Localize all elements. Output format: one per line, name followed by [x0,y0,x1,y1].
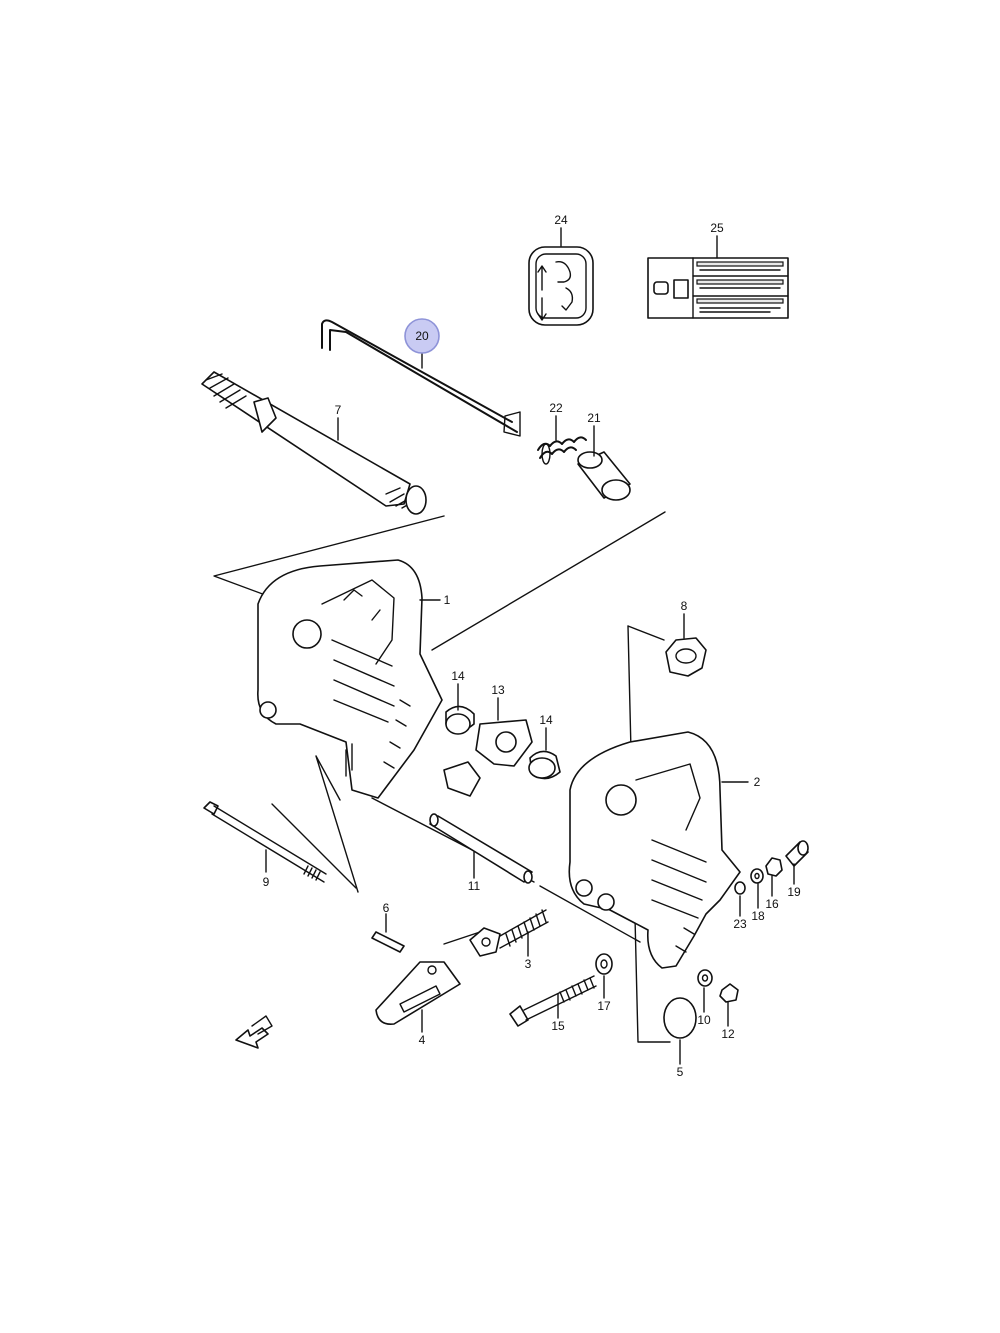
callout-4: 4 [419,1033,426,1047]
callout-18: 18 [751,909,765,923]
callout-23: 23 [733,917,747,931]
part-8-nut [665,637,707,677]
part-2-clamp-bracket-right [568,731,741,969]
callout-5: 5 [677,1065,684,1079]
callout-13: 13 [491,683,505,697]
part-13-lock-plate [443,719,533,797]
callout-12: 12 [721,1027,735,1041]
part-21-bushing [577,451,631,501]
callout-7: 7 [335,403,342,417]
callout-9: 9 [263,875,270,889]
callout-3: 3 [525,957,532,971]
callout-14a: 14 [451,669,465,683]
part-11-sleeve [429,813,533,884]
callout-25: 25 [710,221,724,235]
callout-14b: 14 [539,713,553,727]
part-3-thrust-screw [469,909,549,957]
callout-19: 19 [787,885,801,899]
part-4-thrust-plate [375,961,461,1026]
callout-6: 6 [383,901,390,915]
part-16-nut [765,857,783,877]
part-12-nut [719,983,739,1003]
part-24-tilt-label [528,246,594,326]
part-18-washer [750,868,764,884]
highlight-marker-20 [404,318,440,354]
callout-20: 20 [415,329,429,343]
callout-22: 22 [549,401,563,415]
callout-10: 10 [697,1013,711,1027]
part-5-cap [663,997,697,1039]
part-1-clamp-bracket-left [257,559,443,799]
part-14-collar-b [528,750,561,780]
front-direction-arrow-icon [235,1015,273,1049]
part-14-collar-a [445,705,475,735]
callout-11: 11 [468,879,481,893]
callout-leaders [265,227,795,1065]
part-25-warning-label [647,257,789,319]
part-22-spring [537,436,587,465]
part-15-bolt [509,975,597,1027]
part-17-washer [595,953,613,975]
callout-16: 16 [765,897,779,911]
callout-labels: 1 2 3 4 5 6 7 8 9 10 11 12 13 14 14 15 1… [263,213,801,1079]
callout-2: 2 [754,775,761,789]
callout-8: 8 [681,599,688,613]
callout-1: 1 [444,593,451,607]
part-10-washer [697,969,713,987]
callout-21: 21 [587,411,601,425]
part-19-cap [785,840,809,867]
part-23-washer [734,881,746,895]
part-9-long-bolt [203,801,327,883]
part-6-pin [371,931,405,953]
part-20-tilt-rod [321,319,521,437]
part-7-shaft [201,371,427,515]
callout-15: 15 [551,1019,565,1033]
callout-17: 17 [597,999,611,1013]
callout-24: 24 [554,213,568,227]
